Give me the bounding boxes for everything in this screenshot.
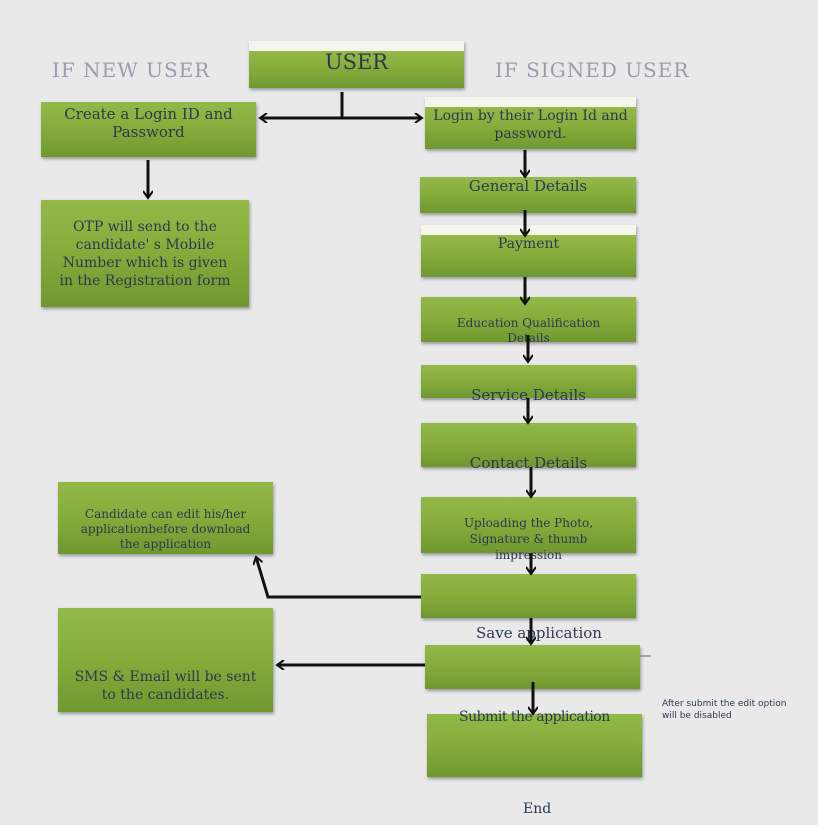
submit-box-1 <box>425 645 640 689</box>
login-node: Login by their Login Id and password. <box>425 97 636 149</box>
end-label: End <box>523 801 552 817</box>
sms-email-node: SMS & Email will be sent to the candidat… <box>58 608 273 712</box>
candidate-edit-node: Candidate can edit his/her applicationbe… <box>58 482 273 554</box>
general-details-node: General Details <box>420 177 636 213</box>
uploading-node: Uploading the Photo, Signature & thumb i… <box>421 497 636 562</box>
save-application-label: Save application <box>476 624 602 642</box>
submit-box-2 <box>427 714 642 777</box>
create-login-node: Create a Login ID and Password <box>41 102 256 157</box>
heading-signed-user: IF SIGNED USER <box>495 58 690 82</box>
user-node: USER <box>249 41 464 88</box>
submit-application-label: Submit the application <box>459 709 610 725</box>
heading-new-user: IF NEW USER <box>52 58 211 82</box>
save-box <box>421 574 636 618</box>
arrow-save-edit <box>256 557 421 599</box>
edit-disabled-note: After submit the edit option will be dis… <box>662 699 787 721</box>
otp-node: OTP will send to the candidate' s Mobile… <box>41 200 249 307</box>
contact-details-node: Contact Details <box>421 423 636 472</box>
